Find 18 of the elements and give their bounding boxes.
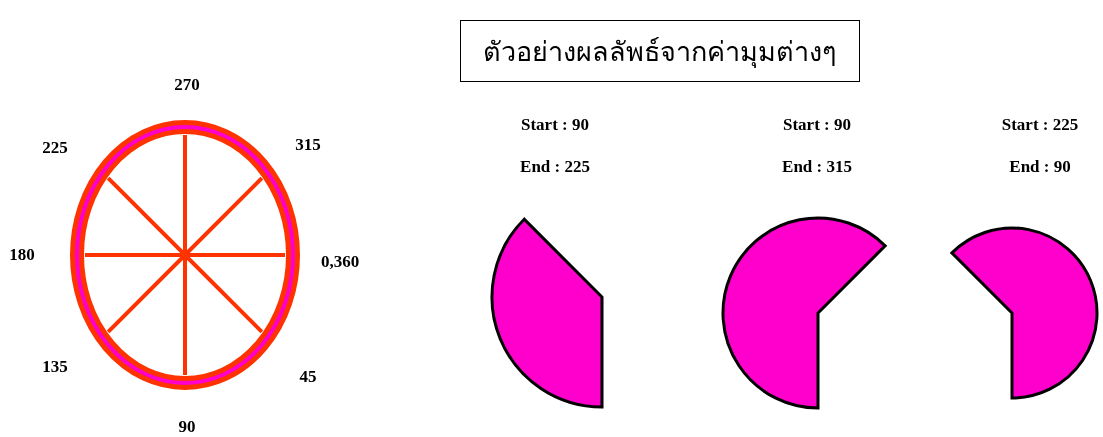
end-angle-label: End : 90 [1009, 157, 1071, 177]
pie-slice [721, 216, 887, 410]
start-angle-label: Start : 90 [783, 115, 851, 135]
start-angle-label: Start : 90 [521, 115, 589, 135]
angle-label: 90 [178, 417, 196, 437]
angle-label: 225 [42, 138, 68, 158]
pie-slice [950, 226, 1099, 400]
pie-slice [490, 217, 604, 409]
start-angle-label: Start : 225 [1001, 115, 1079, 135]
angle-label: 270 [174, 75, 200, 95]
angle-label: 135 [42, 357, 68, 377]
angle-label: 180 [9, 245, 35, 265]
angle-label: 315 [295, 135, 321, 155]
end-angle-label: End : 225 [520, 157, 590, 177]
angle-label: 0,360 [320, 252, 360, 272]
end-angle-label: End : 315 [782, 157, 852, 177]
angle-label: 45 [299, 367, 317, 387]
title-box: ตัวอย่างผลลัพธ์จากค่ามุมต่างๆ [460, 20, 860, 82]
